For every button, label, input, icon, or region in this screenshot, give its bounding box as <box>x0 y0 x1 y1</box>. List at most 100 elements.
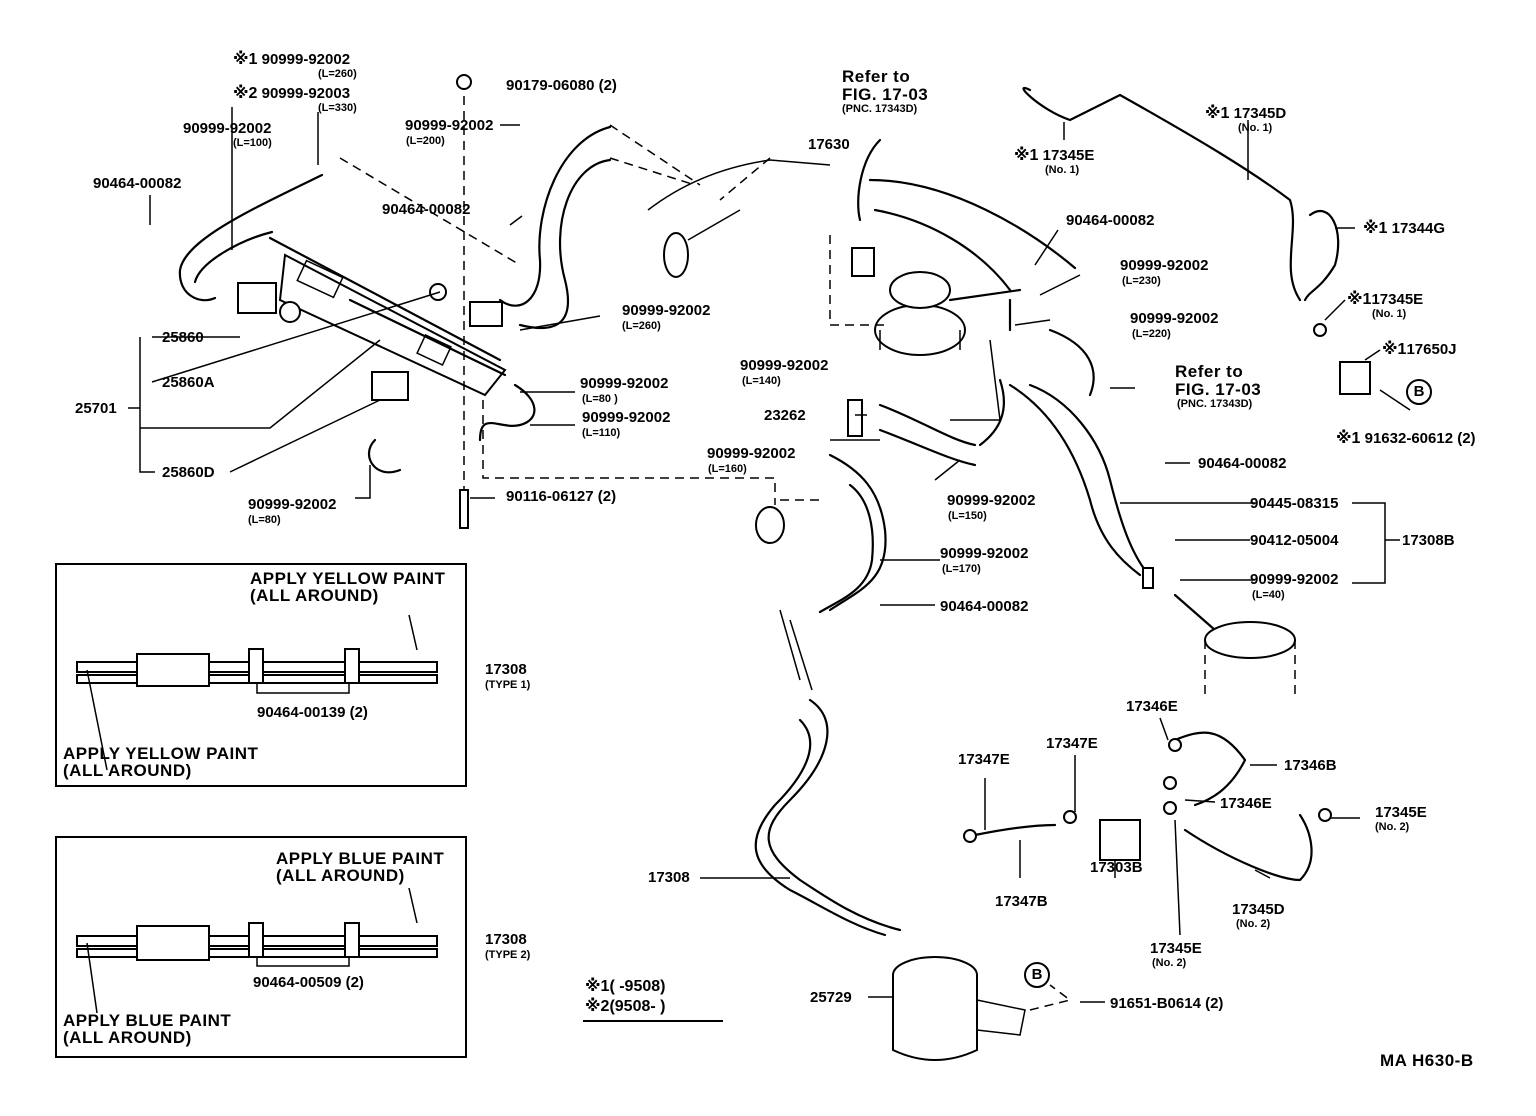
part-length: (No. 1) <box>1045 164 1080 176</box>
part-label: 17346E <box>1126 698 1178 715</box>
part-label: 90464-00082 <box>1198 455 1287 472</box>
part-label: 90999-92002 <box>405 117 494 134</box>
part-length: (L=230) <box>1122 275 1161 287</box>
part-label: 17347E <box>958 751 1010 768</box>
legend-row-1: ※1( -9508) <box>585 978 666 995</box>
part-label: 90999-92002 <box>183 120 272 137</box>
refer-note: (PNC. 17343D) <box>1177 398 1253 410</box>
part-length: (No. 1) <box>1372 308 1407 320</box>
part-length: (L=330) <box>318 102 357 114</box>
canister-25729 <box>892 956 1026 1061</box>
part-label: 17347E <box>1046 735 1098 752</box>
paint-note: (ALL AROUND) <box>276 866 405 885</box>
part-length: (L=170) <box>942 563 981 575</box>
paint-note: (ALL AROUND) <box>63 761 192 780</box>
part-length: (L=220) <box>1132 328 1171 340</box>
refer-note: Refer to <box>842 67 911 86</box>
part-label: ※1 17345E <box>1014 147 1095 164</box>
part-length: (No. 2) <box>1236 918 1271 930</box>
part-label: 91651-B0614 (2) <box>1110 995 1224 1012</box>
valve-center <box>755 506 785 544</box>
part-label: 17346E <box>1220 795 1272 812</box>
drawing-code: MA H630-B <box>1380 1051 1474 1070</box>
part-length: (L=40) <box>1252 589 1285 601</box>
part-label: 25860A <box>162 374 215 391</box>
part-label: 17347B <box>995 893 1048 910</box>
vsv-25860 <box>237 282 277 314</box>
part-label: 90999-92002 <box>1120 257 1209 274</box>
part-label: 90464-00082 <box>940 598 1029 615</box>
part-length: (No. 1) <box>1238 122 1273 134</box>
part-label: 90464-00509 (2) <box>253 974 364 991</box>
part-label: 90999-92002 <box>622 302 711 319</box>
part-length: (L=150) <box>948 510 987 522</box>
cap-90179-06080 <box>456 74 472 90</box>
part-label: 90999-92002 <box>740 357 829 374</box>
canister-right <box>1204 621 1296 700</box>
part-label: 90999-92002 <box>947 492 1036 509</box>
charcoal-canister-top <box>874 271 966 356</box>
part-label: ※117345E <box>1347 291 1424 308</box>
part-label: 90999-92002 <box>940 545 1029 562</box>
part-label: 25860 <box>162 329 204 346</box>
legend-underline <box>583 1020 723 1022</box>
part-label: 90999-92002 <box>248 496 337 513</box>
part-label: 90999-92002 <box>580 375 669 392</box>
paint-note: APPLY BLUE PAINT <box>276 849 445 868</box>
part-label: 90999-92002 <box>582 409 671 426</box>
part-length: (No. 2) <box>1375 821 1410 833</box>
inset-type1 <box>55 563 467 787</box>
part-length: (L=110) <box>582 427 621 439</box>
refer-note: Refer to <box>1175 362 1244 381</box>
legend-row-2: ※2(9508- ) <box>585 998 666 1015</box>
part-length: (L=80) <box>248 514 281 526</box>
part-label: ※1 90999-92002 <box>233 51 351 68</box>
part-length: (TYPE 1) <box>485 679 531 691</box>
part-label: 90464-00082 <box>1066 212 1155 229</box>
part-label: 90464-00082 <box>382 201 471 218</box>
paint-note: (ALL AROUND) <box>250 586 379 605</box>
part-label: ※1 91632-60612 (2) <box>1336 430 1476 447</box>
part-length: (L=260) <box>622 320 661 332</box>
part-length: (No. 2) <box>1152 957 1187 969</box>
part-label: 90464-00139 (2) <box>257 704 368 721</box>
part-label: 17308 <box>648 869 690 886</box>
part-length: (L=200) <box>406 135 445 147</box>
part-label: 23262 <box>764 407 806 424</box>
connector-90412 <box>1142 567 1154 589</box>
part-label: 17308 <box>485 931 527 948</box>
part-label: ※1 17344G <box>1363 220 1446 237</box>
paint-note: APPLY YELLOW PAINT <box>250 569 446 588</box>
vsv-17650j <box>1339 361 1371 395</box>
refer-note: FIG. 17-03 <box>842 85 929 104</box>
vsv-25860d <box>371 371 409 401</box>
vsv-17630 <box>851 247 875 277</box>
part-length: (TYPE 2) <box>485 949 531 961</box>
part-length: (L=100) <box>233 137 272 149</box>
part-label: 17630 <box>808 136 850 153</box>
part-label: ※117650J <box>1382 341 1457 358</box>
part-label: 90464-00082 <box>93 175 182 192</box>
part-label: 90412-05004 <box>1250 532 1339 549</box>
part-label: 90116-06127 (2) <box>506 488 617 505</box>
part-length: (L=80 ) <box>582 393 618 405</box>
part-label: 17303B <box>1090 859 1143 876</box>
callout-b: B <box>1406 379 1432 405</box>
part-length: (L=160) <box>708 463 747 475</box>
inset-type2 <box>55 836 467 1058</box>
part-label: 17308B <box>1402 532 1455 549</box>
part-label: 17308 <box>485 661 527 678</box>
part-label: ※1 17345D <box>1205 105 1287 122</box>
paint-note: APPLY BLUE PAINT <box>63 1011 232 1030</box>
part-label: 25860D <box>162 464 215 481</box>
valve-top <box>663 232 689 278</box>
vsv-bracket-25701 <box>237 253 507 401</box>
part-length: (L=260) <box>318 68 357 80</box>
part-label: 90999-92002 <box>1130 310 1219 327</box>
part-label: 17345E <box>1375 804 1427 821</box>
vsv-17303b <box>1099 819 1141 861</box>
part-label: 90179-06080 (2) <box>506 77 617 94</box>
sensor-23262 <box>847 399 863 437</box>
part-label: 17345E <box>1150 940 1202 957</box>
